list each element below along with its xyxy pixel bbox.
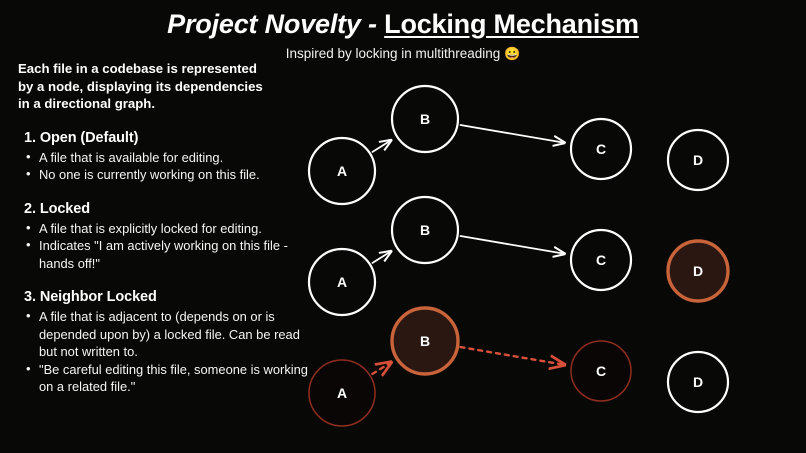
node-label: B [420, 222, 430, 238]
node-circle[interactable] [308, 359, 376, 427]
node-label: D [693, 152, 703, 168]
grinning-face-icon: 😀 [504, 46, 521, 61]
graph-node-d-locked[interactable]: D [666, 239, 730, 303]
page-title: Project Novelty - Locking Mechanism [0, 8, 806, 40]
node-circle[interactable] [390, 195, 460, 265]
section-locked-title: 2. Locked [24, 200, 90, 217]
node-circle[interactable] [390, 84, 460, 154]
node-circle[interactable] [666, 239, 730, 303]
node-circle[interactable] [666, 128, 730, 192]
slide-header: Project Novelty - Locking Mechanism Insp… [0, 8, 806, 62]
node-label: B [420, 333, 430, 349]
dependency-graph-svg: A B C D A B C D A B C D [307, 84, 730, 427]
node-circle[interactable] [307, 136, 377, 206]
graph-node-b-open[interactable]: B [390, 195, 460, 265]
edge-A-to-B [371, 251, 392, 264]
dependency-graph-panel: A B C D A B C D A B C D [296, 64, 806, 452]
list-item: A file that is available for editing. [26, 148, 310, 167]
graph-node-a-open[interactable]: A [307, 136, 377, 206]
graph-node-c-neighbor[interactable]: C [570, 340, 632, 402]
node-label: A [337, 163, 347, 179]
explanation-panel: Each file in a codebase is represented b… [18, 60, 310, 396]
node-label: C [596, 363, 606, 379]
node-circle[interactable] [390, 306, 460, 376]
node-circle[interactable] [569, 117, 633, 181]
intro-paragraph: Each file in a codebase is represented b… [18, 61, 263, 111]
node-label: D [693, 374, 703, 390]
node-circle[interactable] [666, 350, 730, 414]
open-row: A B C D [307, 84, 730, 206]
title-project-name: Project Novelty - [167, 9, 377, 39]
list-item: A file that is explicitly locked for edi… [26, 219, 310, 238]
slide-subtitle: Inspired by locking in multithreading 😀 [0, 45, 806, 62]
section-neighbor-locked-bullets: A file that is adjacent to (depends on o… [18, 307, 310, 396]
node-label: B [420, 111, 430, 127]
neighbor-locked-row: A B C D [308, 306, 730, 427]
section-locked-bullets: A file that is explicitly locked for edi… [18, 219, 310, 273]
edge-B-to-C [459, 124, 564, 143]
section-neighbor-locked: 3. Neighbor Locked A file that is adjace… [18, 287, 310, 396]
graph-node-d-open[interactable]: D [666, 128, 730, 192]
node-circle[interactable] [569, 228, 633, 292]
edge-B-to-C [459, 345, 564, 365]
section-open-bullets: A file that is available for editing. No… [18, 148, 310, 184]
graph-node-b-open[interactable]: B [390, 84, 460, 154]
graph-node-b-locked[interactable]: B [390, 306, 460, 376]
edge-B-to-C [459, 235, 564, 254]
subtitle-text: Inspired by locking in multithreading [285, 46, 501, 61]
list-item: Indicates "I am actively working on this… [26, 236, 310, 272]
graph-node-a-neighbor[interactable]: A [308, 359, 376, 427]
section-neighbor-locked-title: 3. Neighbor Locked [24, 289, 157, 305]
section-locked: 2. Locked A file that is explicitly lock… [18, 199, 310, 273]
edge-A-to-B [371, 140, 392, 153]
node-label: A [337, 385, 347, 401]
list-item: "Be careful editing this file, someone i… [26, 360, 310, 396]
node-circle[interactable] [307, 247, 377, 317]
graph-node-c-open[interactable]: C [569, 228, 633, 292]
node-label: A [337, 274, 347, 290]
graph-node-c-open[interactable]: C [569, 117, 633, 181]
node-label: C [596, 141, 606, 157]
graph-node-d-open[interactable]: D [666, 350, 730, 414]
title-topic: Locking Mechanism [384, 9, 639, 39]
node-label: D [693, 263, 703, 279]
node-label: C [596, 252, 606, 268]
node-circle[interactable] [570, 340, 632, 402]
edge-A-to-B [371, 362, 392, 374]
graph-node-a-open[interactable]: A [307, 247, 377, 317]
list-item: A file that is adjacent to (depends on o… [26, 307, 310, 361]
section-open: 1. Open (Default) A file that is availab… [18, 128, 310, 184]
locked-row: A B C D [307, 195, 730, 317]
list-item: No one is currently working on this file… [26, 165, 310, 184]
section-open-title: 1. Open (Default) [24, 129, 139, 146]
